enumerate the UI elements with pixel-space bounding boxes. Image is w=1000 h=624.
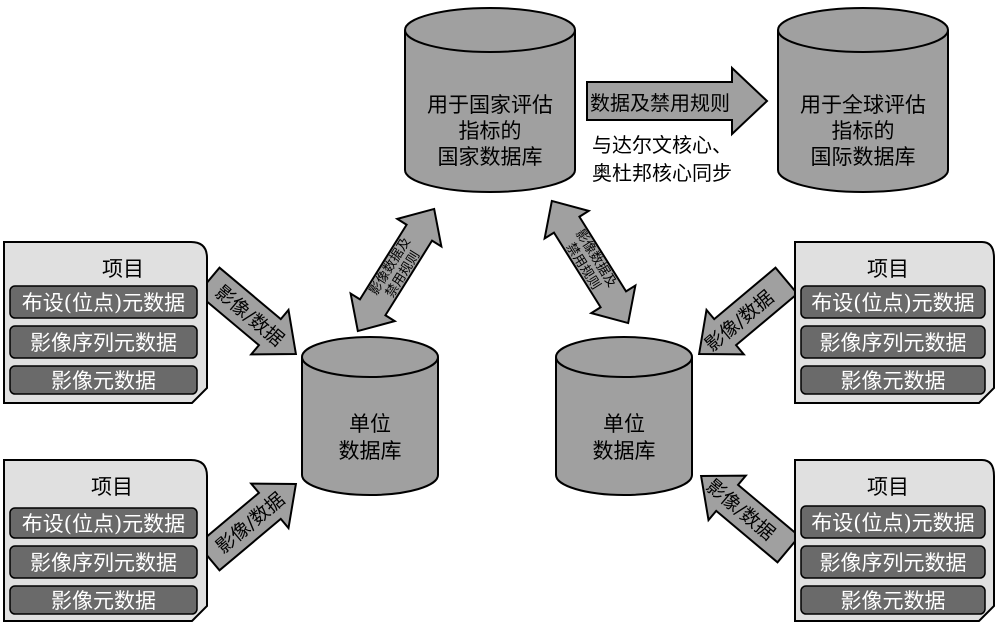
project-title: 项目 — [102, 257, 144, 281]
project-title: 项目 — [867, 257, 909, 281]
project-row-image: 影像元数据 — [841, 369, 946, 393]
project-box-bottom-left: 项目 布设(位点)元数据 影像序列元数据 影像元数据 — [3, 459, 208, 622]
project-row-deployment: 布设(位点)元数据 — [22, 291, 185, 315]
national-database: 用于国家评估 指标的 国家数据库 — [404, 7, 576, 193]
international-database: 用于全球评估 指标的 国际数据库 — [777, 7, 949, 193]
national-database-line-1: 用于国家评估 — [427, 93, 553, 117]
sync-note-line-2: 奥杜邦核心同步 — [592, 161, 732, 185]
project-box-top-left: 项目 布设(位点)元数据 影像序列元数据 影像元数据 — [3, 241, 208, 404]
international-database-line-3: 国际数据库 — [811, 145, 916, 169]
project-row-image: 影像元数据 — [841, 589, 946, 613]
project-row-sequence: 影像序列元数据 — [30, 331, 177, 355]
project-row-deployment: 布设(位点)元数据 — [811, 291, 974, 315]
image-data-arrow-top-left: 影像/数据 — [196, 266, 298, 356]
international-database-line-1: 用于全球评估 — [800, 93, 926, 117]
project-row-image: 影像元数据 — [51, 589, 156, 613]
unit-database-left-line-1: 单位 — [349, 412, 391, 436]
national-database-line-3: 国家数据库 — [438, 145, 543, 169]
double-arrow-right: 影像数据及 禁用规则 — [543, 199, 637, 325]
project-box-bottom-right: 项目 布设(位点)元数据 影像序列元数据 影像元数据 — [794, 459, 995, 622]
unit-database-left: 单位 数据库 — [301, 336, 439, 496]
sync-arrow-label: 数据及禁用规则 — [590, 91, 730, 115]
image-data-arrow-top-right: 影像/数据 — [697, 266, 799, 356]
project-title: 项目 — [91, 475, 133, 499]
unit-database-right-line-2: 数据库 — [593, 439, 656, 463]
project-row-sequence: 影像序列元数据 — [820, 551, 967, 575]
unit-database-right: 单位 数据库 — [555, 336, 693, 496]
sync-note-line-1: 与达尔文核心、 — [592, 133, 732, 157]
project-row-sequence: 影像序列元数据 — [30, 551, 177, 575]
image-data-arrow-bottom-right: 影像/数据 — [699, 474, 801, 564]
project-row-deployment: 布设(位点)元数据 — [811, 511, 974, 535]
international-database-line-2: 指标的 — [832, 119, 895, 143]
project-row-sequence: 影像序列元数据 — [820, 331, 967, 355]
image-data-arrow-bottom-left: 影像/数据 — [196, 482, 298, 572]
unit-database-right-line-1: 单位 — [603, 412, 645, 436]
double-arrow-left: 影像数据及 禁用规则 — [349, 207, 443, 333]
project-row-image: 影像元数据 — [51, 369, 156, 393]
project-row-deployment: 布设(位点)元数据 — [22, 512, 185, 536]
national-database-line-2: 指标的 — [459, 119, 522, 143]
unit-database-left-line-2: 数据库 — [339, 439, 402, 463]
sync-arrow: 数据及禁用规则 — [586, 65, 769, 137]
project-title: 项目 — [867, 475, 909, 499]
project-box-top-right: 项目 布设(位点)元数据 影像序列元数据 影像元数据 — [794, 241, 995, 404]
